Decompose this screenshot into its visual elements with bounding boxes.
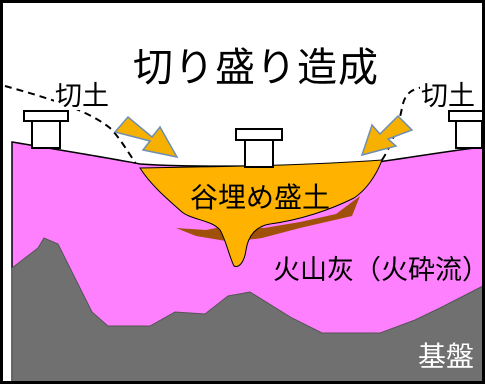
cut-label-left: 切土	[54, 81, 110, 112]
diagram-title: 切り盛り造成	[133, 45, 379, 91]
house-icon	[448, 110, 485, 149]
arrow-icon	[360, 114, 414, 157]
bedrock-layer	[11, 237, 484, 384]
valley-fill-layer	[139, 159, 383, 267]
house-icon	[235, 128, 283, 168]
bedrock-label: 基盤	[418, 340, 475, 373]
volcanic-ash-label: 火山灰（火砕流）	[273, 255, 485, 286]
original-ground-line-left	[4, 85, 141, 171]
cut-label-right: 切土	[420, 81, 476, 112]
arrow-icon	[113, 115, 179, 159]
valley-fill-label: 谷埋め盛土	[190, 181, 331, 214]
house-icon	[23, 110, 69, 149]
